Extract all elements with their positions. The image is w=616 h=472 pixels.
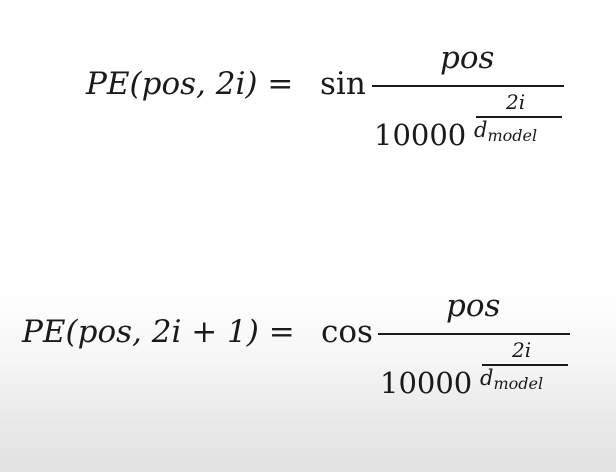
formula-sine-lhs: PE(pos, 2i) = — [86, 66, 293, 102]
formula-sine-exponent-bar — [476, 116, 562, 118]
formula-cosine-equals: = — [268, 314, 295, 350]
formula-cosine-exponent-sub: model — [493, 374, 544, 393]
formula-sine-equals: = — [267, 66, 294, 102]
formula-sine-numerator: pos — [440, 40, 495, 76]
formula-cosine-lhs-args: (pos, 2i + 1) — [65, 314, 259, 350]
formula-cosine-denominator-base: 10000 — [380, 366, 473, 400]
formula-cosine-fraction-bar — [378, 333, 570, 335]
formula-cosine-lhs-func: PE — [22, 314, 66, 350]
formula-cosine-numerator: pos — [446, 288, 501, 324]
formula-sine-lhs-args: (pos, 2i) — [129, 66, 258, 102]
formula-sine-fraction-bar — [372, 85, 564, 87]
formula-sine-exponent-sub: model — [487, 126, 538, 145]
formula-cosine-exponent-var: d — [480, 366, 494, 390]
formula-sine-denominator-base: 10000 — [374, 118, 467, 152]
formula-cosine-exponent-numerator: 2i — [512, 338, 532, 362]
formula-cosine-func: cos — [321, 314, 373, 350]
formula-sine-exponent-denominator: dmodel — [474, 118, 537, 145]
formula-cosine-lhs: PE(pos, 2i + 1) = — [22, 314, 295, 350]
formula-cosine-exponent-bar — [482, 364, 568, 366]
formula-cosine-exponent-denominator: dmodel — [480, 366, 543, 393]
formula-sine-func: sin — [320, 66, 366, 102]
formula-sine-exponent-var: d — [474, 118, 488, 142]
formula-sine-lhs-func: PE — [86, 66, 130, 102]
formula-sine-exponent-numerator: 2i — [506, 90, 526, 114]
